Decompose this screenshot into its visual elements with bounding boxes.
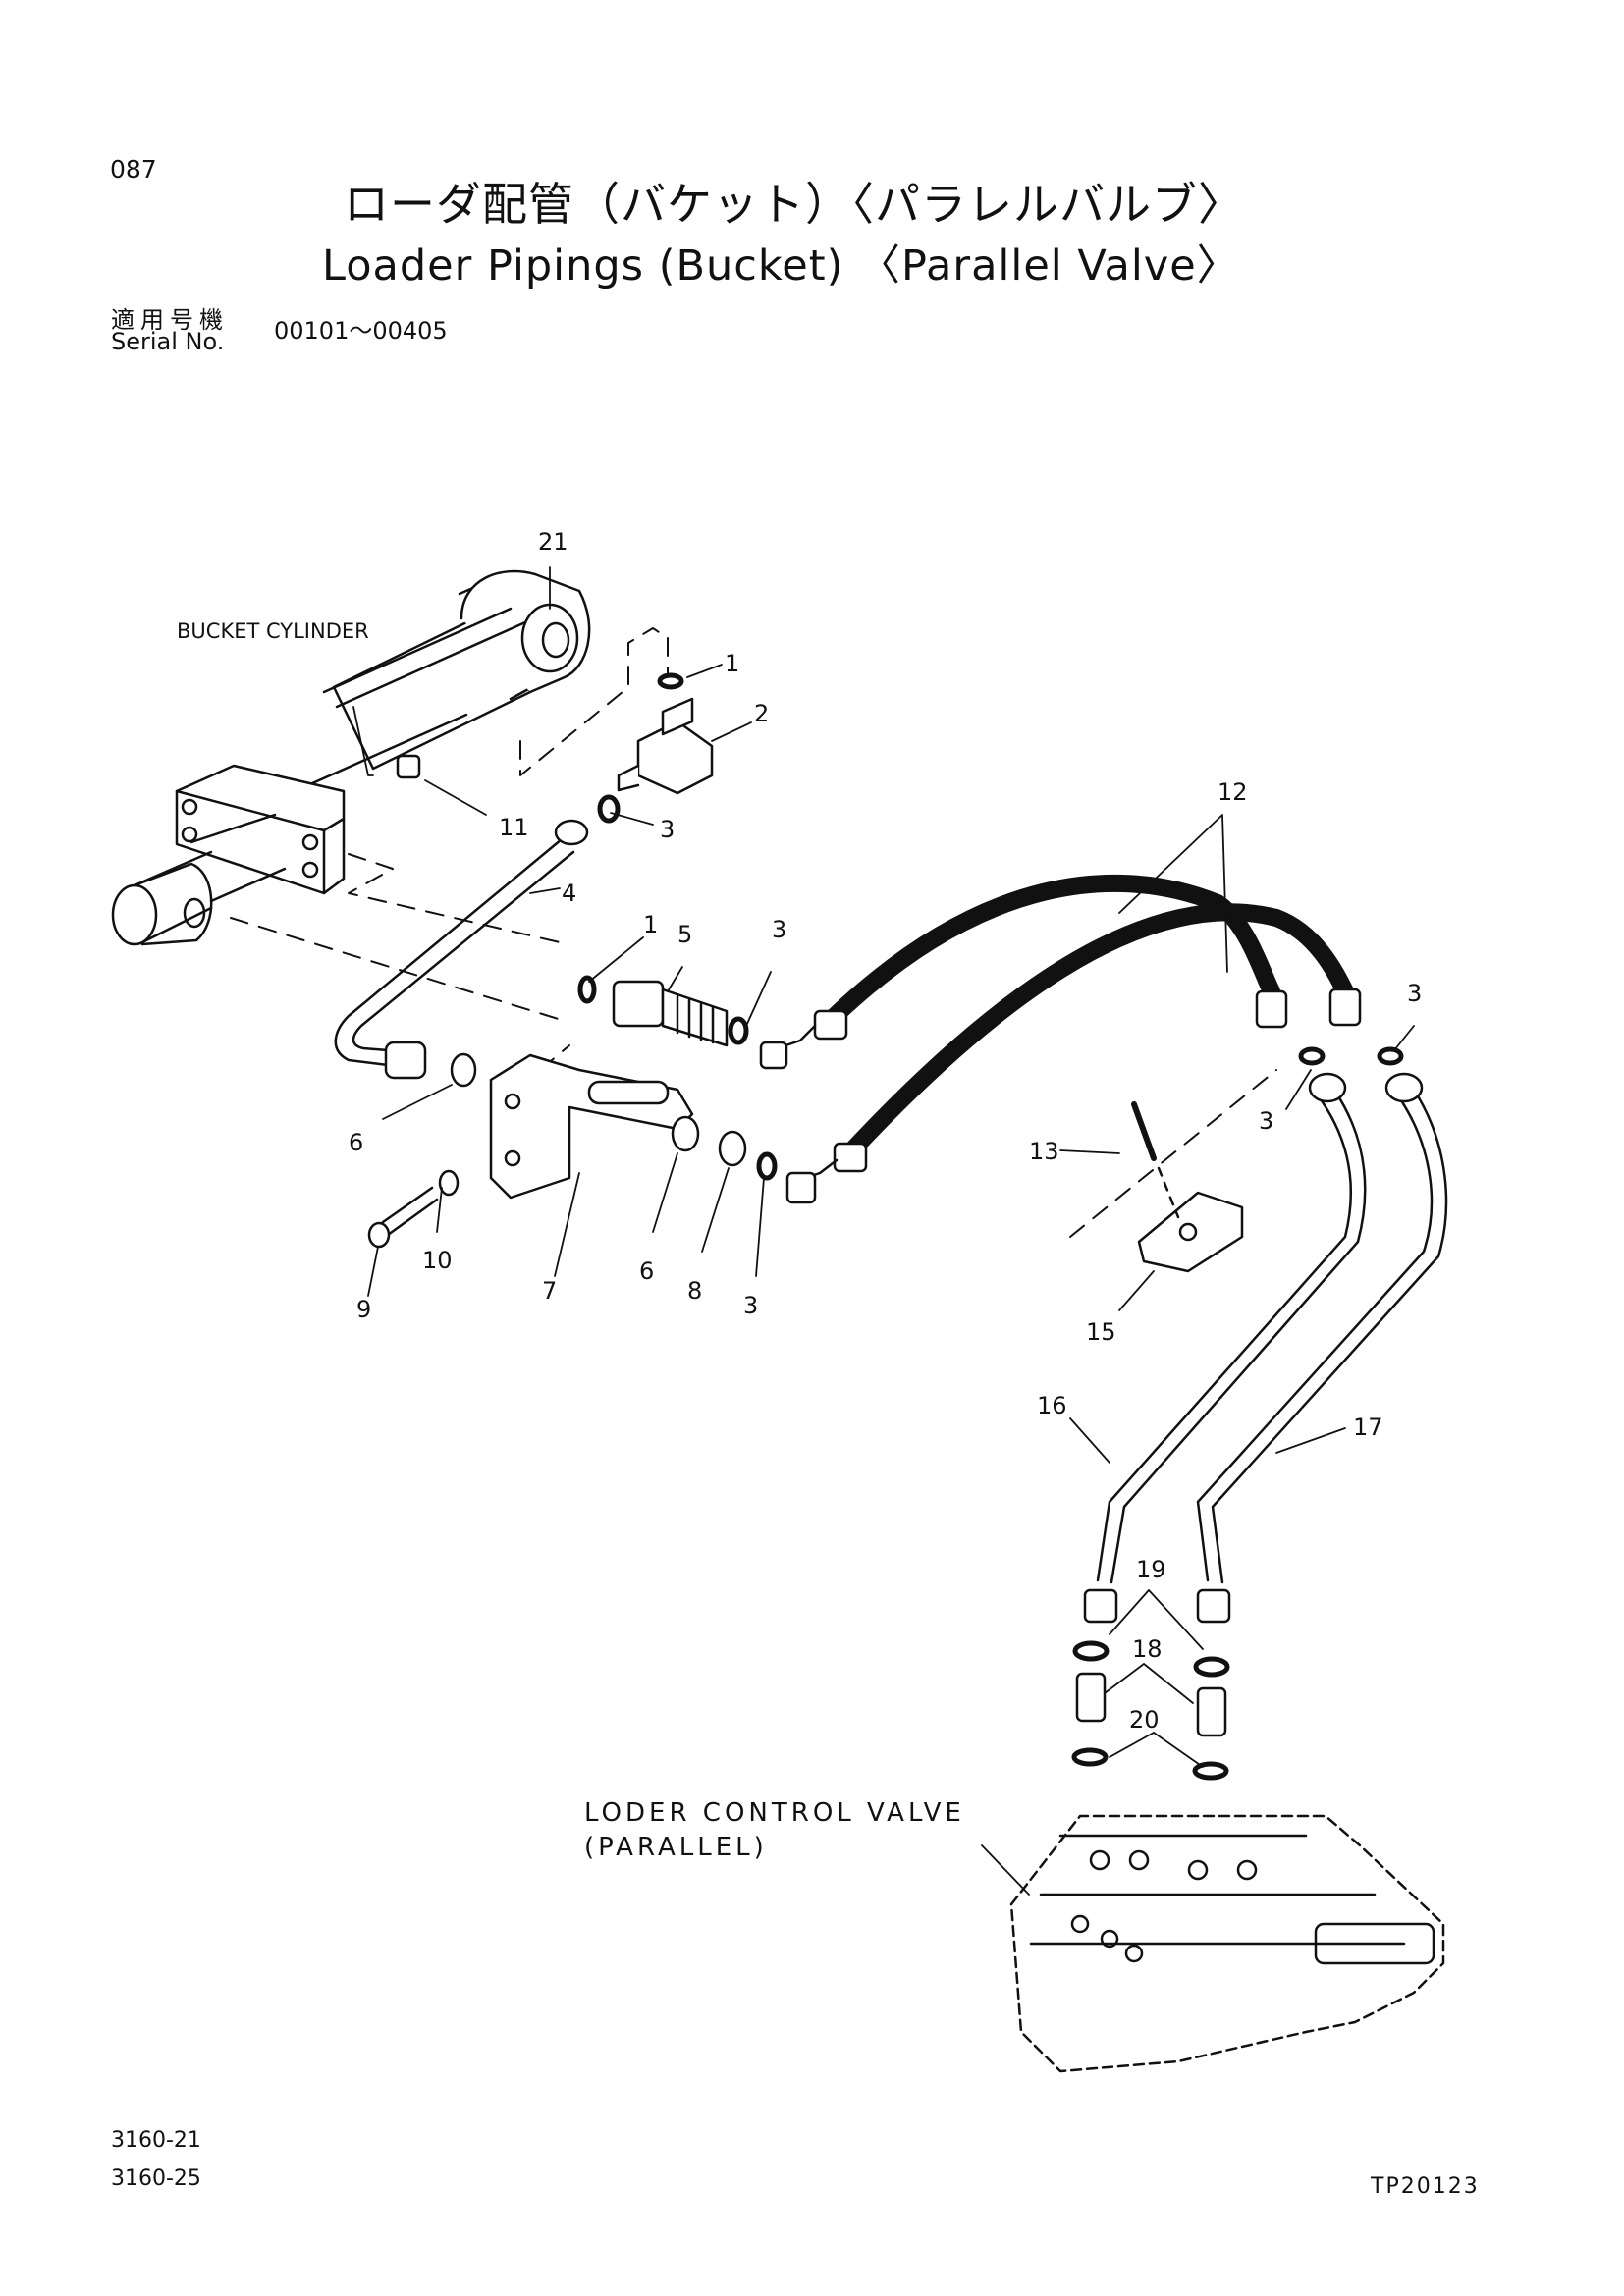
callout-13: 13 [1029,1138,1059,1165]
callout-1-top: 1 [725,650,739,677]
callout-6-left: 6 [349,1129,363,1156]
callout-3-far-right: 3 [1407,980,1422,1007]
callout-3-top: 3 [660,816,675,843]
callout-16: 16 [1037,1392,1067,1419]
callout-3-right: 3 [1259,1107,1273,1135]
callout-8: 8 [687,1277,702,1305]
bracket-7 [489,1053,694,1200]
callout-20: 20 [1129,1706,1160,1734]
connector-5 [612,980,729,1047]
hoses-12 [759,874,1362,1204]
page-number: 087 [110,155,157,184]
callout-18: 18 [1132,1635,1163,1663]
callout-9: 9 [356,1296,371,1323]
callout-numbers: 21 1 2 3 11 4 1 5 3 12 3 3 6 10 9 7 6 8 … [349,528,1422,1734]
control-valve-label-line2: (PARALLEL) [584,1833,768,1862]
bucket-cylinder-label: BUCKET CYLINDER [177,619,369,643]
callout-2: 2 [754,700,769,727]
callout-15: 15 [1086,1318,1116,1346]
callout-17: 17 [1353,1414,1383,1441]
callout-5: 5 [677,921,692,948]
clamp-15 [1131,1101,1244,1273]
callout-4: 4 [562,880,576,907]
page-title-english: Loader Pipings (Bucket) 〈Parallel Valve〉 [322,241,1240,291]
footer-code-2: 3160-25 [111,2166,201,2191]
callout-1-mid: 1 [643,911,658,938]
pipe-4 [334,819,589,1088]
callout-6-right: 6 [639,1257,654,1285]
serial-range: 00101～00405 [274,317,448,345]
page-title-japanese: ローダ配管（バケット）〈パラレルバルブ〉 [344,178,1244,231]
callout-12: 12 [1218,778,1248,806]
adapters-18 [1075,1672,1227,1737]
callout-19: 19 [1136,1556,1166,1583]
callout-3-mid: 3 [772,916,786,943]
pipes-16-17 [1083,1072,1448,1624]
callout-21: 21 [538,528,568,556]
elbow-fitting-2 [617,697,714,795]
serial-label-japanese: 適用号機 [111,306,229,334]
bolt-9 [367,1169,460,1249]
callout-7: 7 [542,1277,557,1305]
footer-reference: TP20123 [1371,2174,1480,2199]
callout-3-bottom: 3 [743,1292,758,1319]
callout-11: 11 [499,814,529,841]
o-rings [577,672,1404,1781]
footer-code-1: 3160-21 [111,2128,201,2153]
bucket-cylinder-drawing [111,569,591,946]
control-valve-label-line1: LODER CONTROL VALVE [584,1798,965,1828]
callout-10: 10 [422,1247,453,1274]
serial-label-english: Serial No. [111,328,225,355]
leader-lines [352,566,1415,1896]
nuts-lower [671,1115,747,1167]
control-valve-drawing [1009,1814,1445,2073]
